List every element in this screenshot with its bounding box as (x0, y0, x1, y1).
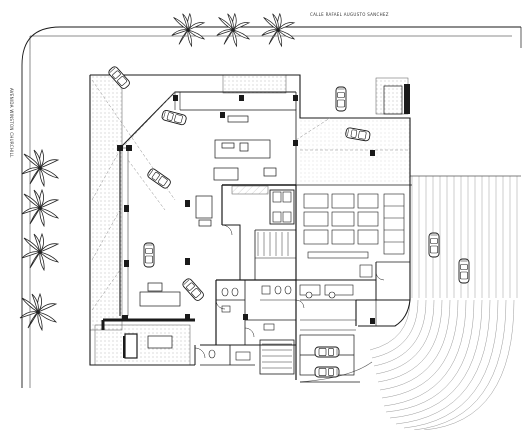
showroom-furniture (124, 115, 277, 359)
curved-driveway (299, 299, 515, 430)
street-label-north: CALLE RAFAEL AUGUSTO SANCHEZ (310, 12, 389, 17)
car (145, 167, 173, 190)
car (160, 109, 188, 126)
palm-tree (21, 149, 59, 187)
hatched-wall (231, 185, 269, 195)
bathroom-fixtures (208, 285, 292, 361)
palm-tree (19, 293, 57, 331)
car (180, 276, 206, 303)
car (428, 232, 440, 258)
palm-tree (171, 13, 205, 47)
building-walls (89, 74, 412, 383)
site-boundary (21, 26, 522, 388)
street-label-west: AVENIDA WINSTON CHURCHILL (9, 88, 14, 158)
landscape-areas (89, 74, 410, 366)
car (314, 346, 340, 358)
palm-tree (21, 189, 59, 227)
palm-tree (21, 233, 59, 271)
car (458, 258, 470, 284)
palm-tree (216, 13, 250, 47)
doors (194, 224, 385, 359)
palm-tree (261, 13, 295, 47)
car (314, 366, 340, 378)
ramp-stripes (410, 175, 521, 298)
workshop-benches (299, 193, 405, 299)
car (335, 86, 347, 112)
car (143, 242, 155, 268)
